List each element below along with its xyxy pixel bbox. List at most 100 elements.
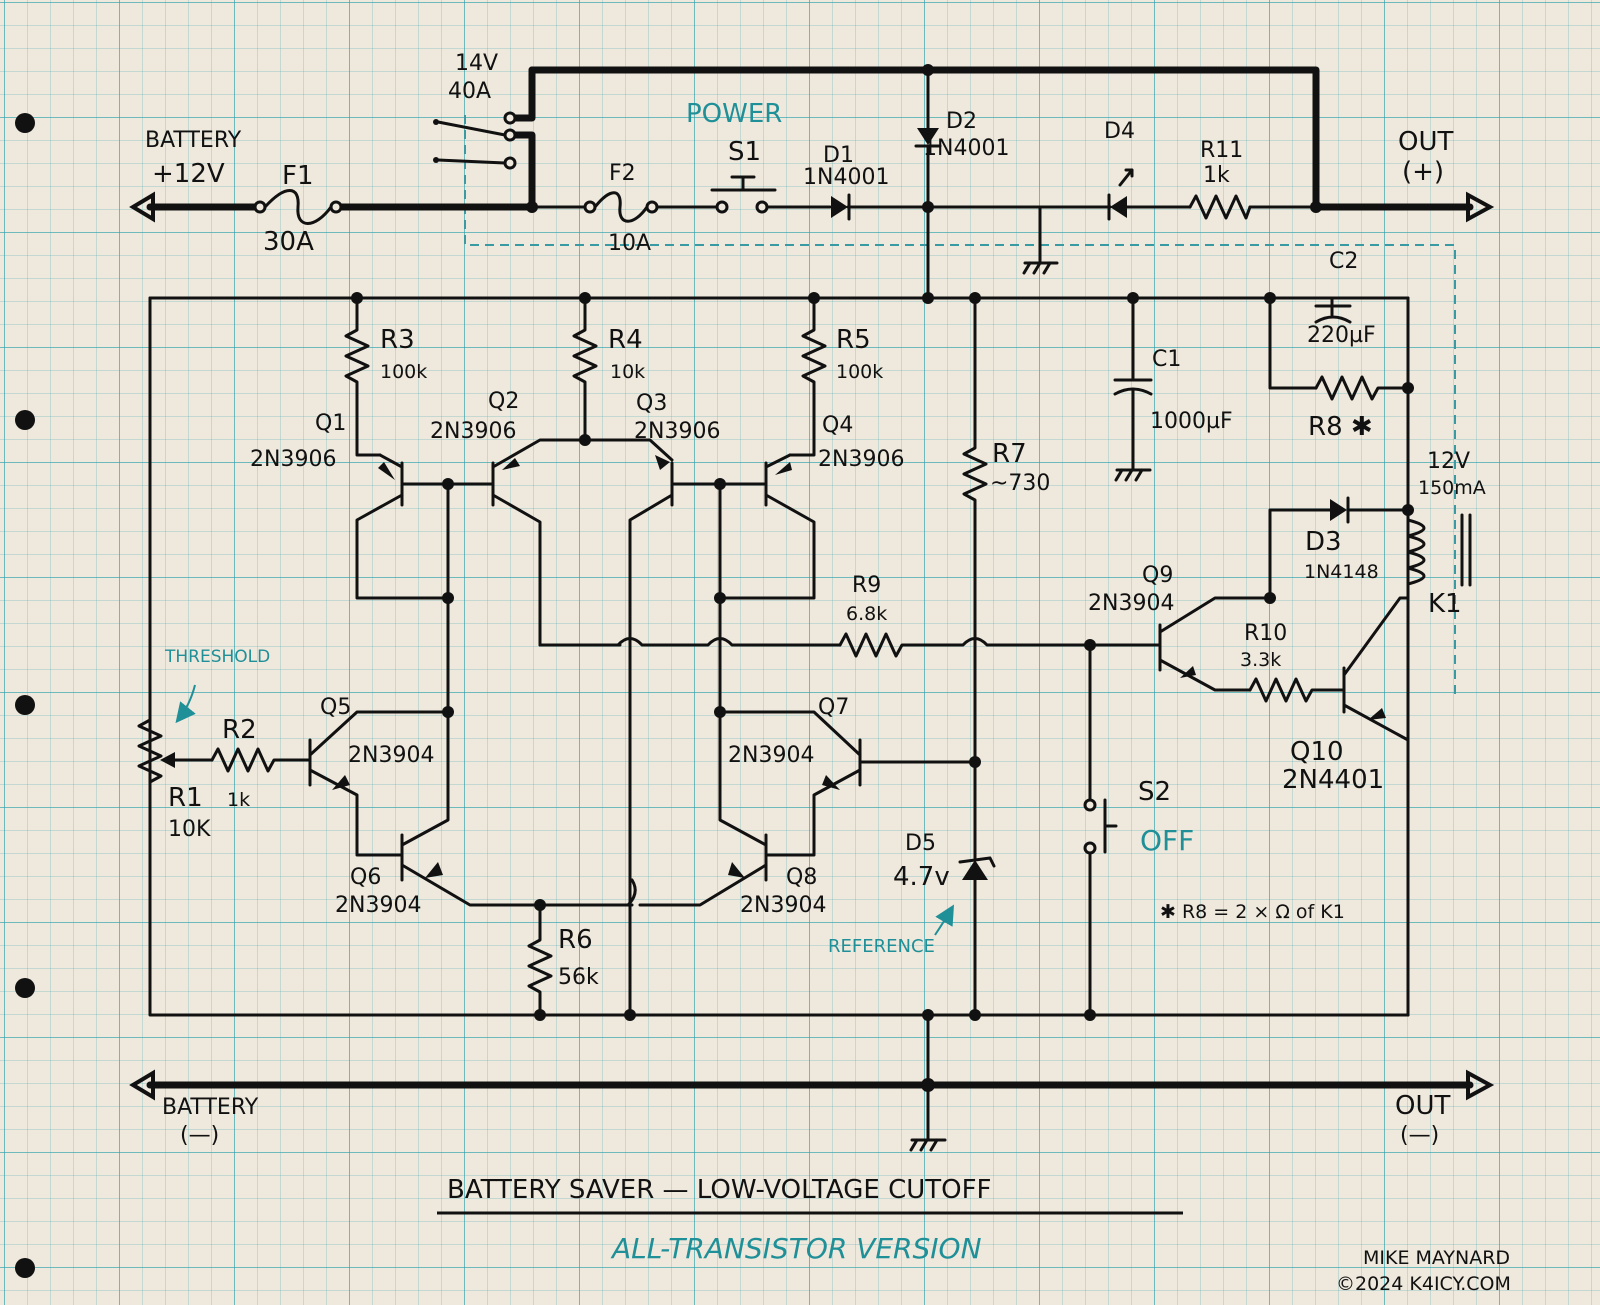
out-positive-terminal (1466, 191, 1495, 223)
component-labels: BATTERY +12V F1 30A 14V 40A POWER F2 10A… (145, 51, 1511, 1295)
label-c1-val: 1000µF (1150, 409, 1233, 434)
label-q9: Q9 (1142, 563, 1173, 588)
label-r2: R2 (222, 715, 257, 745)
resistor-r6 (527, 903, 553, 1017)
label-f1: F1 (282, 161, 314, 191)
label-f2-val: 10A (608, 231, 651, 256)
label-d2: D2 (946, 109, 977, 134)
transistors-q7-q8 (626, 710, 977, 907)
switch-s1 (710, 175, 777, 214)
label-reference: REFERENCE (828, 936, 935, 957)
label-k1-voltage: 12V (1427, 449, 1470, 474)
label-c2-val: 220µF (1307, 323, 1376, 348)
label-r2-val: 1k (227, 789, 250, 811)
label-q10: Q10 (1290, 737, 1344, 767)
resistor-r2 (210, 747, 312, 773)
label-r5-val: 100k (836, 361, 883, 383)
out-negative-terminal (1466, 1069, 1495, 1101)
label-s1: S1 (728, 137, 761, 167)
label-out-neg: OUT (1395, 1091, 1450, 1121)
capacitor-c2 (1268, 296, 1352, 390)
led-d4 (1022, 168, 1134, 275)
label-r7-val: ~730 (990, 471, 1050, 496)
diode-d2 (914, 68, 942, 300)
label-q2-val: 2N3906 (430, 419, 516, 444)
label-r11: R11 (1200, 138, 1243, 163)
label-s2: S2 (1138, 777, 1171, 807)
fuse-f2 (583, 191, 659, 223)
label-c1: C1 (1152, 347, 1181, 372)
switch-s2 (1083, 643, 1118, 1017)
resistors-r3-r4-r5 (344, 296, 827, 457)
resistor-r8 (1314, 375, 1410, 401)
label-q5: Q5 (320, 695, 351, 720)
label-q5-val: 2N3904 (348, 743, 434, 768)
label-q7: Q7 (818, 695, 849, 720)
label-r3-val: 100k (380, 361, 427, 383)
battery-positive-terminal (129, 191, 155, 223)
label-d1-val: 1N4001 (803, 165, 889, 190)
label-q8-val: 2N3904 (740, 893, 826, 918)
label-r3: R3 (380, 325, 415, 355)
relay-coil-k1 (1406, 386, 1472, 600)
label-d2-val: 1N4001 (923, 136, 1009, 161)
label-f1-val: 30A (263, 227, 314, 257)
label-k1-current: 150mA (1418, 477, 1486, 499)
label-q4: Q4 (822, 413, 853, 438)
label-r5: R5 (836, 325, 871, 355)
label-q6: Q6 (350, 865, 381, 890)
label-d3-val: 1N4148 (1304, 561, 1379, 583)
label-d5: D5 (905, 831, 936, 856)
label-r6: R6 (558, 925, 593, 955)
label-relay-amps: 40A (448, 79, 491, 104)
label-r7: R7 (992, 439, 1027, 469)
transistors-q1-q4 (355, 438, 816, 1017)
copyright-text: ©2024 K4ICY.COM (1336, 1273, 1511, 1295)
label-f2: F2 (609, 161, 636, 186)
relay-boundary (464, 115, 1456, 700)
transistors-q5-q6 (308, 710, 634, 907)
label-q9-val: 2N3904 (1088, 591, 1174, 616)
label-threshold: THRESHOLD (164, 647, 270, 667)
label-battery-neg: BATTERY (162, 1095, 259, 1120)
label-q10-val: 2N4401 (1282, 765, 1384, 795)
potentiometer-r1 (137, 718, 214, 784)
label-r8: R8 ✱ (1308, 412, 1373, 442)
resistor-r9-net (538, 632, 1092, 658)
label-q4-val: 2N3906 (818, 447, 904, 472)
label-d4: D4 (1104, 119, 1135, 144)
positive-rail (146, 66, 1474, 211)
negative-rail (146, 1013, 1474, 1152)
label-power: POWER (686, 99, 782, 129)
fuse-f1 (253, 189, 343, 225)
label-r10: R10 (1244, 621, 1287, 646)
label-out-pos-sign: (+) (1402, 157, 1444, 187)
label-q2: Q2 (488, 389, 519, 414)
label-relay-voltage: 14V (455, 51, 498, 76)
label-out-pos: OUT (1398, 127, 1453, 157)
diagram-subtitle: ALL-TRANSISTOR VERSION (610, 1232, 982, 1265)
label-k1: K1 (1428, 589, 1462, 619)
label-note: ✱ R8 = 2 × Ω of K1 (1160, 901, 1345, 923)
label-q3-val: 2N3906 (634, 419, 720, 444)
label-battery-neg-sign: (—) (180, 1123, 219, 1148)
label-r10-val: 3.3k (1240, 649, 1281, 671)
label-r1-val: 10K (168, 817, 211, 842)
label-out-neg-sign: (—) (1400, 1123, 1439, 1148)
author-name: MIKE MAYNARD (1363, 1247, 1510, 1269)
label-q1-val: 2N3906 (250, 447, 336, 472)
relay-contacts (433, 111, 517, 170)
binder-holes (15, 113, 35, 1278)
label-s2-state: OFF (1140, 824, 1194, 857)
label-r1: R1 (168, 783, 203, 813)
capacitor-c1 (1113, 296, 1153, 482)
label-q6-val: 2N3904 (335, 893, 421, 918)
label-r11-val: 1k (1203, 163, 1230, 188)
label-q1: Q1 (315, 411, 346, 436)
label-d1: D1 (823, 143, 854, 168)
reference-arrow (934, 904, 955, 936)
label-d3: D3 (1305, 527, 1342, 557)
label-battery-pos: BATTERY (145, 128, 242, 153)
